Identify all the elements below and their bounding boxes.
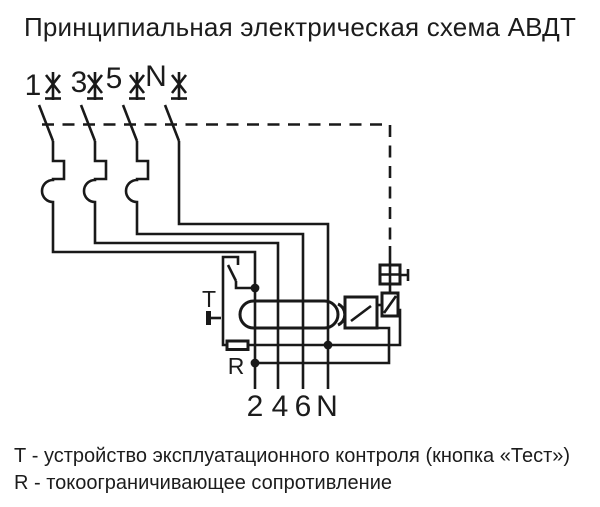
legend-line-t: Т - устройство эксплуатационного контрол… [14, 445, 571, 467]
terminal-label-5: 5 [106, 62, 123, 95]
trip-relay-box [343, 295, 379, 330]
bolted-connection-icon [170, 74, 188, 94]
pole-3-conductor [82, 141, 280, 389]
top-terminals [44, 72, 188, 100]
terminal-label-1: 1 [25, 69, 42, 102]
terminal-label-4: 4 [272, 390, 289, 423]
junction-dot [250, 358, 260, 368]
pole-n-conductor [177, 141, 330, 389]
contact-blade-3 [79, 104, 97, 142]
box-return-wire [255, 326, 391, 365]
terminal-label-6: 6 [295, 390, 312, 423]
junction-dots [250, 283, 333, 368]
contact-blade-n [163, 104, 181, 142]
junction-dot [323, 340, 333, 350]
trip-mechanism-arm [400, 269, 410, 281]
bolted-connection-icon [44, 74, 62, 94]
test-button-label: T [202, 286, 216, 312]
breaker-contacts [37, 104, 181, 142]
page-title: Принципиальная электрическая схема АВДТ [23, 12, 577, 42]
contact-blade-1 [37, 104, 55, 142]
resistor [225, 339, 250, 351]
solenoid-diagonal [382, 295, 398, 314]
pole-1-conductor [40, 141, 257, 389]
legend: Т - устройство эксплуатационного контрол… [14, 443, 570, 497]
relay-switch-icon [350, 304, 372, 323]
terminal-label-2: 2 [247, 390, 264, 423]
test-contact-blade [226, 264, 238, 282]
bolted-connection-icon [86, 74, 104, 94]
pole-conductors [40, 141, 330, 389]
test-contact-bracket [221, 255, 240, 347]
legend-line-r: R - токоограничивающее сопротивление [14, 472, 393, 494]
trip-mechanism-icon [378, 246, 410, 293]
terminal-label-n-top: N [145, 60, 167, 93]
bolted-connection-icon [128, 74, 146, 94]
terminal-label-3: 3 [71, 66, 88, 99]
top-terminal-labels: 1 3 5 N [25, 60, 167, 102]
bottom-terminal-labels: 2 4 6 N [247, 390, 338, 423]
terminal-label-n-bottom: N [316, 390, 338, 423]
test-button-icon [206, 311, 211, 325]
test-contact-link [234, 281, 255, 290]
pole-5-conductor [124, 141, 305, 389]
test-circuit [206, 255, 255, 351]
trip-mechanism-cross [380, 265, 400, 284]
differential-transformer [238, 299, 340, 330]
junction-dot [250, 283, 260, 293]
contact-blade-5 [121, 104, 139, 142]
resistor-label: R [228, 353, 245, 379]
